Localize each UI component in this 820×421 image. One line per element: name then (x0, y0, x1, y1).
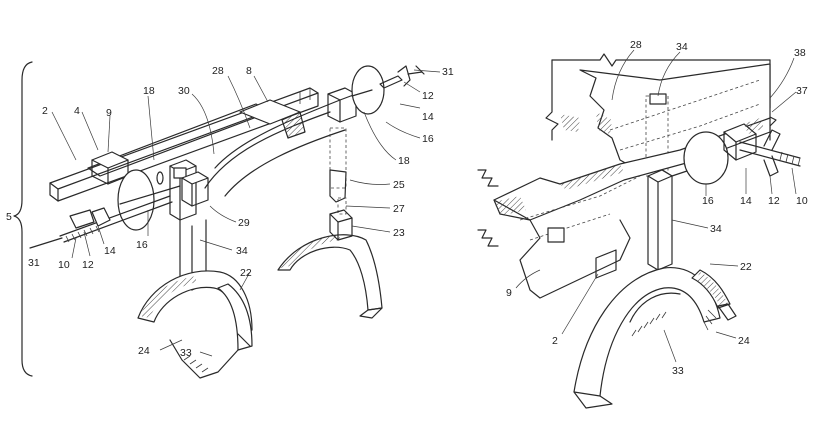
label-14-right: 14 (422, 111, 434, 123)
label-18-top: 18 (143, 85, 155, 97)
label-31-right: 31 (442, 66, 454, 78)
break-mark-left-bottom (478, 230, 498, 246)
right-post (648, 170, 672, 270)
label-25: 25 (393, 179, 405, 191)
left-disc (118, 170, 180, 230)
label-16-right-fig: 16 (702, 195, 714, 207)
label-12-right-fig: 12 (768, 195, 780, 207)
left-foot (138, 271, 252, 378)
label-30: 30 (178, 85, 190, 97)
label-10: 10 (58, 259, 70, 271)
right-figure: 28 34 38 37 16 14 12 10 34 22 9 2 33 24 (478, 39, 808, 408)
label-34-right-fig: 34 (710, 223, 722, 235)
label-27: 27 (393, 203, 405, 215)
break-line-top (552, 54, 770, 66)
label-29: 29 (238, 217, 250, 229)
label-34-top: 34 (676, 41, 688, 53)
label-31-left: 31 (28, 257, 40, 269)
label-22-right-fig: 22 (740, 261, 752, 273)
label-33: 33 (180, 347, 192, 359)
label-16-left: 16 (136, 239, 148, 251)
break-mark-left-top (478, 170, 498, 186)
label-28-right: 28 (630, 39, 642, 51)
label-10-right-fig: 10 (796, 195, 808, 207)
label-9: 9 (106, 107, 112, 119)
right-foot (278, 210, 382, 318)
label-23: 23 (393, 227, 405, 239)
label-8: 8 (246, 65, 252, 77)
label-18-right: 18 (398, 155, 410, 167)
assembly-brace (14, 62, 32, 376)
label-12-right: 12 (422, 90, 434, 102)
right-post-housing (328, 88, 356, 214)
label-24: 24 (138, 345, 150, 357)
right-large-foot (574, 268, 736, 408)
label-5: 5 (6, 211, 12, 223)
label-16-right: 16 (422, 133, 434, 145)
label-22: 22 (240, 267, 252, 279)
label-37: 37 (796, 85, 808, 97)
label-38: 38 (794, 47, 806, 59)
label-14-left: 14 (104, 245, 116, 257)
label-12-left: 12 (82, 259, 94, 271)
label-33-right-fig: 33 (672, 365, 684, 377)
label-14-right-fig: 14 (740, 195, 752, 207)
label-28: 28 (212, 65, 224, 77)
label-2-right-fig: 2 (552, 335, 558, 347)
label-24-right-fig: 24 (738, 335, 750, 347)
left-figure: 5 2 4 9 18 30 28 8 31 12 14 16 18 25 27 … (6, 62, 454, 378)
label-34: 34 (236, 245, 248, 257)
label-9-right-fig: 9 (506, 287, 512, 299)
label-4: 4 (74, 105, 80, 117)
break-line-left (546, 60, 558, 140)
label-2: 2 (42, 105, 48, 117)
